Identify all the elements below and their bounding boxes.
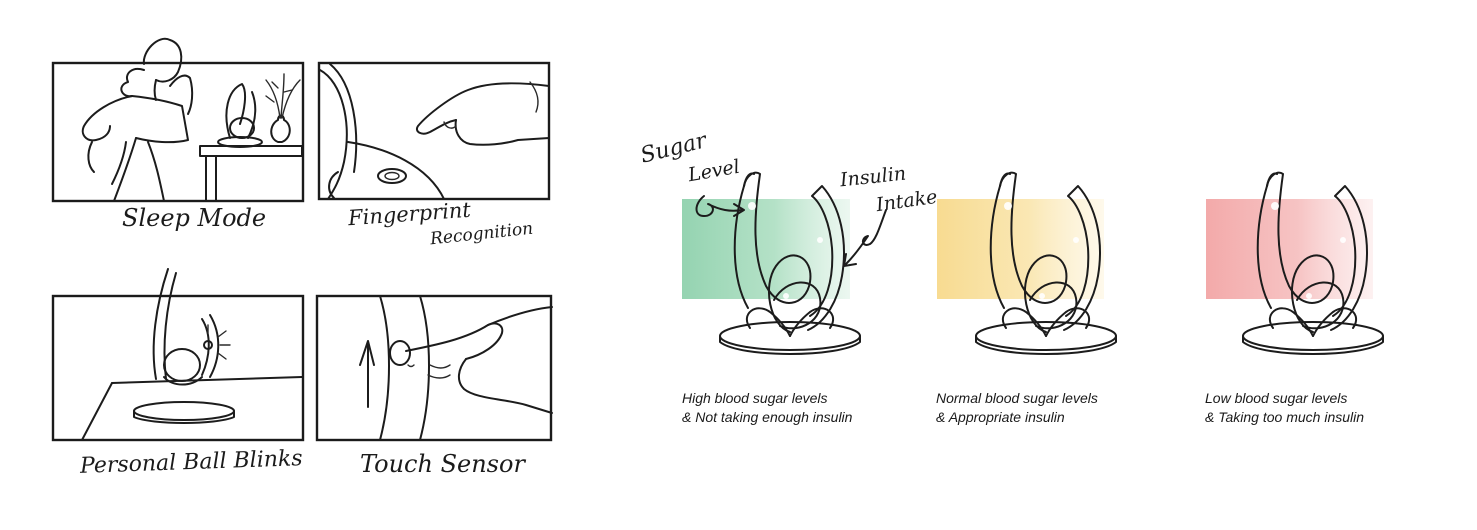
caption-normal-state: Normal blood sugar levels & Appropriate … xyxy=(936,389,1098,427)
caption-normal-line2: & Appropriate insulin xyxy=(936,408,1098,427)
caption-low-line1: Low blood sugar levels xyxy=(1205,389,1364,408)
caption-normal-line1: Normal blood sugar levels xyxy=(936,389,1098,408)
caption-high-state: High blood sugar levels & Not taking eno… xyxy=(682,389,852,427)
caption-high-line1: High blood sugar levels xyxy=(682,389,852,408)
caption-high-line2: & Not taking enough insulin xyxy=(682,408,852,427)
caption-low-state: Low blood sugar levels & Taking too much… xyxy=(1205,389,1364,427)
insulin-intake-arrow xyxy=(844,210,886,266)
caption-low-line2: & Taking too much insulin xyxy=(1205,408,1364,427)
